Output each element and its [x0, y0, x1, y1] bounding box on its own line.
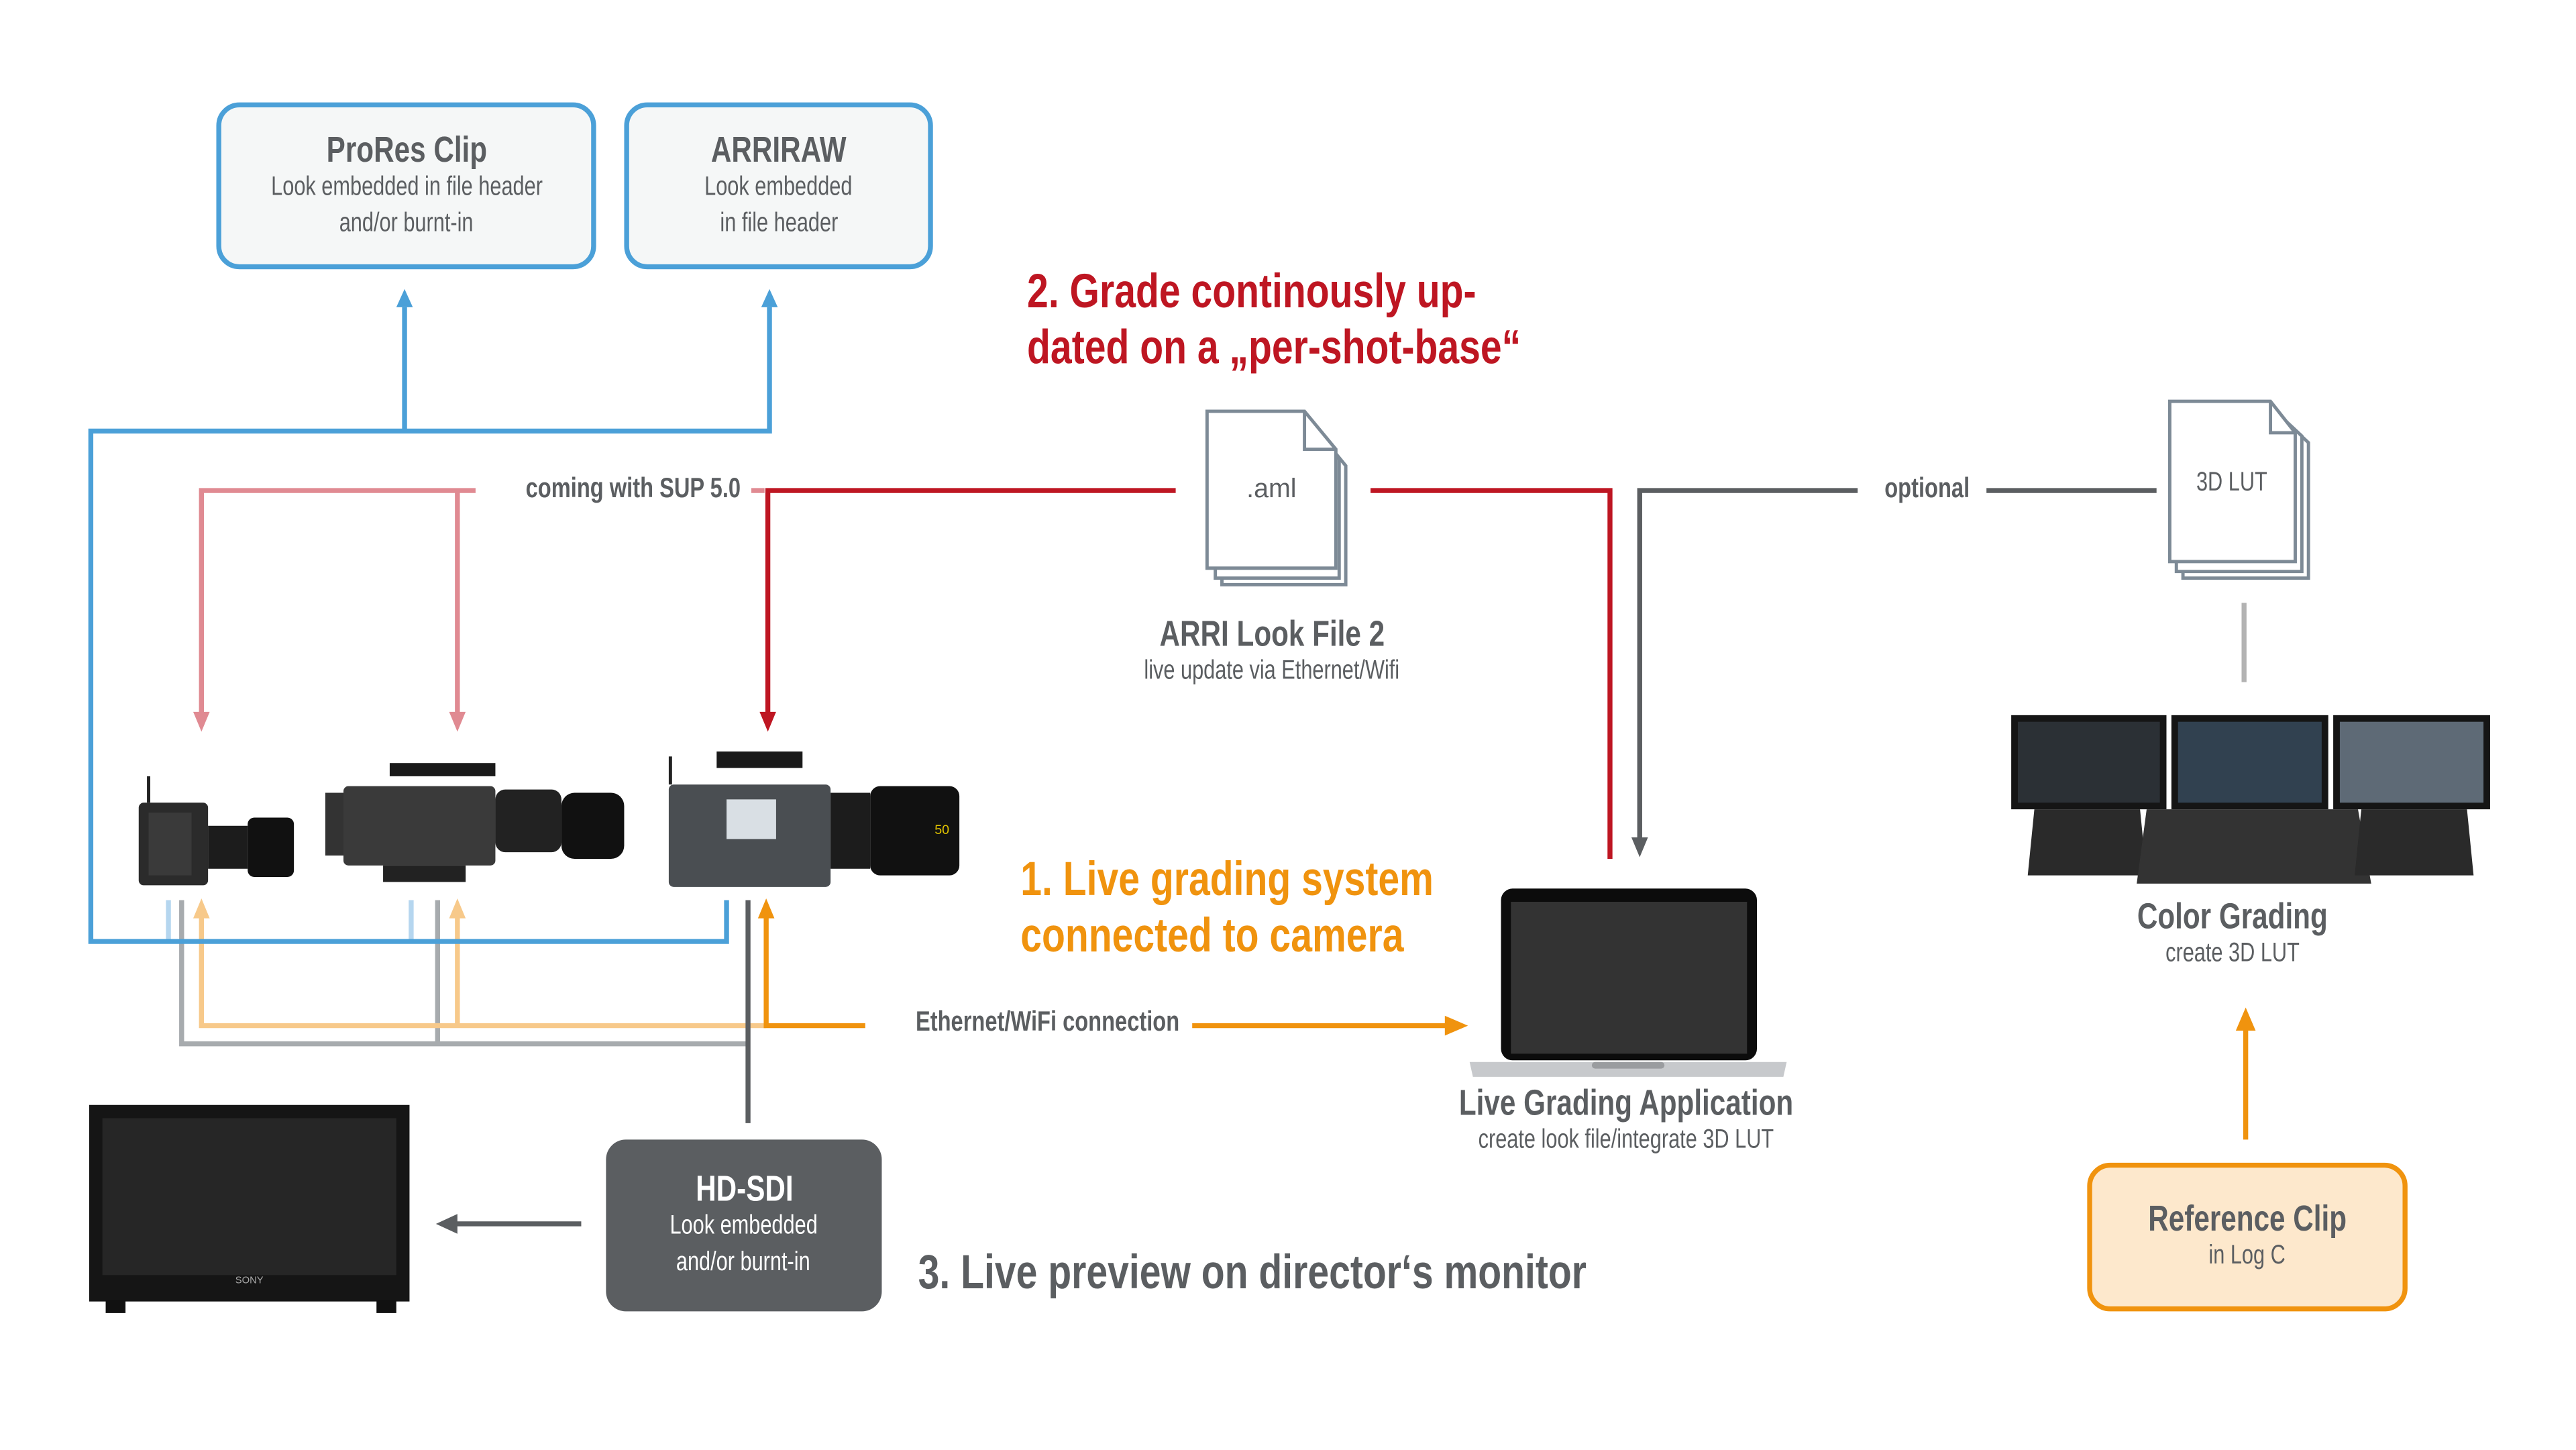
blue-stubs: [166, 900, 414, 942]
laptop-image: [1469, 888, 1787, 1077]
prores-line2: and/or burnt-in: [339, 209, 474, 238]
step1-line1: 1. Live grading system: [1020, 853, 1434, 907]
grey-return-lines: [179, 900, 749, 1047]
hdsdi-line1: Look embedded: [669, 1212, 818, 1241]
color-grading-caption: Color Grading create 3D LUT: [2064, 895, 2401, 973]
step3-heading: 3. Live preview on director‘s monitor: [918, 1247, 1587, 1300]
monitor-brand: SONY: [235, 1276, 264, 1287]
sup-label: coming with SUP 5.0: [518, 472, 749, 506]
step2-line1: 2. Grade continously up-: [1027, 266, 1477, 319]
color-grading-image: [2011, 715, 2490, 884]
camera-alexa-mini: [138, 776, 294, 886]
step1-line2: connected to camera: [1020, 910, 1404, 964]
look-file-subtitle: live update via Ethernet/Wifi: [1143, 657, 1399, 686]
lut-icon-label: 3D LUT: [2197, 469, 2268, 497]
arriraw-title: ARRIRAW: [710, 127, 847, 170]
ethernet-lines: [757, 898, 1468, 1036]
svg-text:50: 50: [934, 823, 949, 837]
aml-icon-label: .aml: [1246, 475, 1297, 504]
sup-lines: [193, 488, 765, 732]
laptop-title: Live Grading Application: [1459, 1082, 1794, 1123]
optional-lines: [1631, 488, 2157, 858]
optional-label: optional: [1876, 472, 1978, 506]
sup-label-wrap: coming with SUP 5.0: [486, 472, 749, 506]
monitor-image: [89, 1104, 410, 1313]
look-file-caption: ARRI Look File 2 live update via Etherne…: [1057, 613, 1486, 690]
laptop-caption: Live Grading Application create look fil…: [1412, 1082, 1841, 1159]
color-grading-subtitle: create 3D LUT: [2165, 939, 2300, 968]
arriraw-line2: in file header: [719, 209, 838, 238]
hdsdi-lines: [435, 900, 751, 1234]
prores-title: ProRes Clip: [325, 127, 487, 170]
step2-line2: dated on a „per-shot-base“: [1027, 321, 1521, 375]
reference-clip-title: Reference Clip: [2148, 1197, 2347, 1239]
look-file-title: ARRI Look File 2: [1159, 613, 1385, 654]
lut-file-icon: [2167, 399, 2310, 580]
prores-line1: Look embedded in file header: [270, 172, 542, 201]
arriraw-box: ARRIRAW Look embedded in file header: [624, 102, 933, 270]
blue-record-lines: [88, 289, 778, 944]
camera-amira: [325, 763, 625, 882]
hdsdi-line2: and/or burnt-in: [677, 1248, 811, 1277]
red-lookfile-lines: [759, 488, 1613, 859]
ethernet-label-wrap: Ethernet/WiFi connection: [869, 1006, 1189, 1039]
color-grading-title: Color Grading: [2137, 895, 2328, 937]
laptop-subtitle: create look file/integrate 3D LUT: [1479, 1126, 1774, 1155]
reference-clip-box: Reference Clip in Log C: [2087, 1162, 2408, 1312]
step1-heading: 1. Live grading system connected to came…: [1020, 852, 1434, 964]
camera-alexa-sxt: 50: [668, 751, 960, 887]
optional-label-wrap: optional: [1863, 472, 1982, 506]
ethernet-label: Ethernet/WiFi connection: [908, 1006, 1187, 1039]
hdsdi-title: HD-SDI: [695, 1168, 793, 1209]
prores-clip-box: ProRes Clip Look embedded in file header…: [216, 102, 596, 270]
reference-arrow: [2235, 1007, 2256, 1140]
aml-file-icon: [1205, 409, 1348, 586]
hdsdi-box: HD-SDI Look embedded and/or burnt-in: [606, 1139, 882, 1312]
arriraw-line1: Look embedded: [704, 172, 853, 201]
reference-clip-subtitle: in Log C: [2208, 1242, 2286, 1270]
light-orange-lines: [193, 898, 767, 1029]
step2-heading: 2. Grade continously up- dated on a „per…: [1027, 264, 1521, 376]
